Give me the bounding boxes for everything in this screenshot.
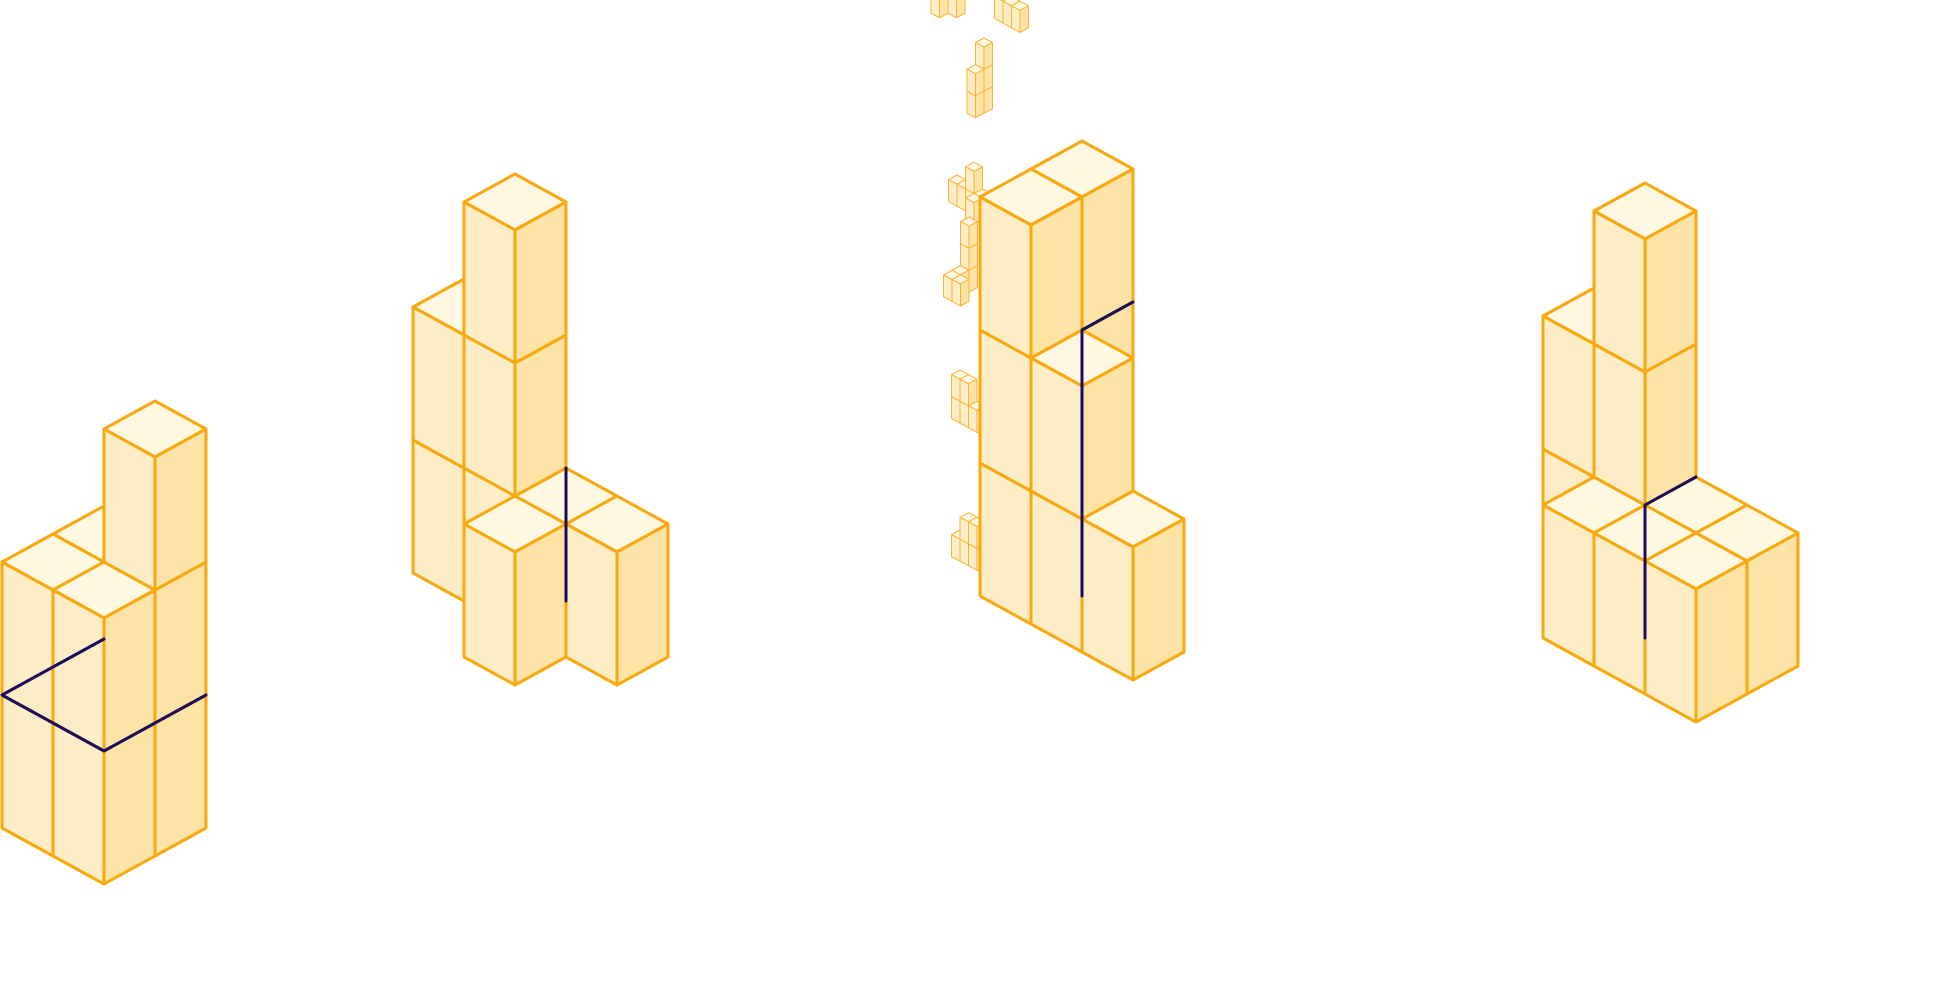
- small-piece-d: [943, 216, 978, 307]
- cube: [975, 37, 993, 70]
- cube-left-face: [951, 374, 961, 402]
- cube-left-face: [956, 183, 966, 212]
- cube-left-face: [978, 195, 1033, 360]
- cube: [959, 374, 978, 407]
- cube-right-face: [1019, 5, 1029, 33]
- cube-left-face: [1592, 531, 1647, 696]
- cube: [930, 0, 949, 19]
- cube-right-face: [968, 221, 978, 249]
- cube-left-face: [951, 278, 961, 307]
- cube-left-face: [102, 427, 157, 592]
- cube: [947, 0, 966, 19]
- cube: [102, 399, 208, 592]
- cube-left-face: [965, 166, 975, 194]
- cube-right-face: [960, 278, 970, 307]
- cube: [564, 494, 670, 687]
- cube: [1011, 0, 1029, 33]
- cube-right-face: [939, 0, 949, 19]
- assembled-solid-3: [978, 139, 1186, 682]
- cube-right-face: [1029, 195, 1084, 360]
- cube-left-face: [564, 522, 619, 687]
- cube-left-face: [947, 0, 957, 19]
- cube-right-face: [973, 166, 983, 194]
- cube-left-face: [968, 405, 978, 433]
- cube-left-face: [968, 521, 978, 549]
- cube-left-face: [1541, 314, 1596, 479]
- cube-right-face: [968, 378, 978, 407]
- cube: [960, 216, 978, 249]
- cube-left-face: [930, 0, 940, 19]
- cube-right-face: [1694, 559, 1749, 724]
- cube: [51, 560, 157, 753]
- cube-left-face: [1643, 559, 1698, 724]
- cube: [966, 90, 985, 119]
- cube: [978, 167, 1084, 360]
- cube-left-face: [966, 68, 976, 97]
- cube-right-face: [513, 522, 568, 687]
- assembled-solid-2: [411, 172, 670, 687]
- split-line-1: [0, 637, 208, 753]
- cube: [965, 161, 983, 194]
- cube-left-face: [1592, 209, 1647, 374]
- cube-left-face: [1080, 517, 1135, 682]
- cube-left-face: [1011, 5, 1021, 33]
- assembled-solid-1: [0, 399, 208, 886]
- cube-right-face: [615, 522, 670, 687]
- cube: [51, 721, 157, 886]
- cube-right-face: [1080, 356, 1135, 521]
- cube-right-face: [1745, 531, 1800, 696]
- cube-left-face: [1002, 0, 1012, 29]
- cube-left-face: [1541, 503, 1596, 668]
- cube-left-face: [948, 179, 958, 207]
- cube: [1643, 531, 1749, 724]
- cube: [462, 494, 568, 687]
- cube-right-face: [1131, 517, 1186, 682]
- cube-left-face: [411, 305, 466, 470]
- assembled-solids-row: [0, 139, 1800, 886]
- cube: [966, 64, 985, 97]
- small-piece-b: [966, 37, 993, 119]
- split-line-3: [1080, 300, 1135, 598]
- cube: [462, 333, 568, 498]
- cube-right-face: [975, 68, 985, 97]
- cube-right-face: [153, 427, 208, 592]
- cube-left-face: [959, 516, 969, 545]
- cube-left-face: [994, 0, 1004, 24]
- cube-right-face: [1643, 209, 1698, 374]
- cube-right-face: [956, 0, 966, 19]
- cube-left-face: [959, 378, 969, 407]
- cube-left-face: [951, 534, 961, 562]
- cube: [1080, 489, 1186, 682]
- cube-left-face: [960, 221, 970, 249]
- cube: [1592, 342, 1698, 507]
- cube: [462, 172, 568, 365]
- cube-left-face: [975, 42, 985, 70]
- cube-right-face: [513, 200, 568, 365]
- cube: [1592, 181, 1698, 374]
- cube-right-face: [983, 42, 993, 70]
- cube-left-face: [462, 522, 517, 687]
- split-line-4: [1643, 475, 1698, 640]
- small-piece-a2: [994, 0, 1029, 33]
- assembled-solid-4: [1541, 181, 1800, 724]
- cube: [951, 274, 970, 307]
- cube-left-face: [462, 200, 517, 365]
- cube: [960, 243, 978, 271]
- small-piece-a1: [930, 0, 966, 19]
- cube-left-face: [943, 274, 953, 302]
- cube-left-face: [1029, 356, 1084, 521]
